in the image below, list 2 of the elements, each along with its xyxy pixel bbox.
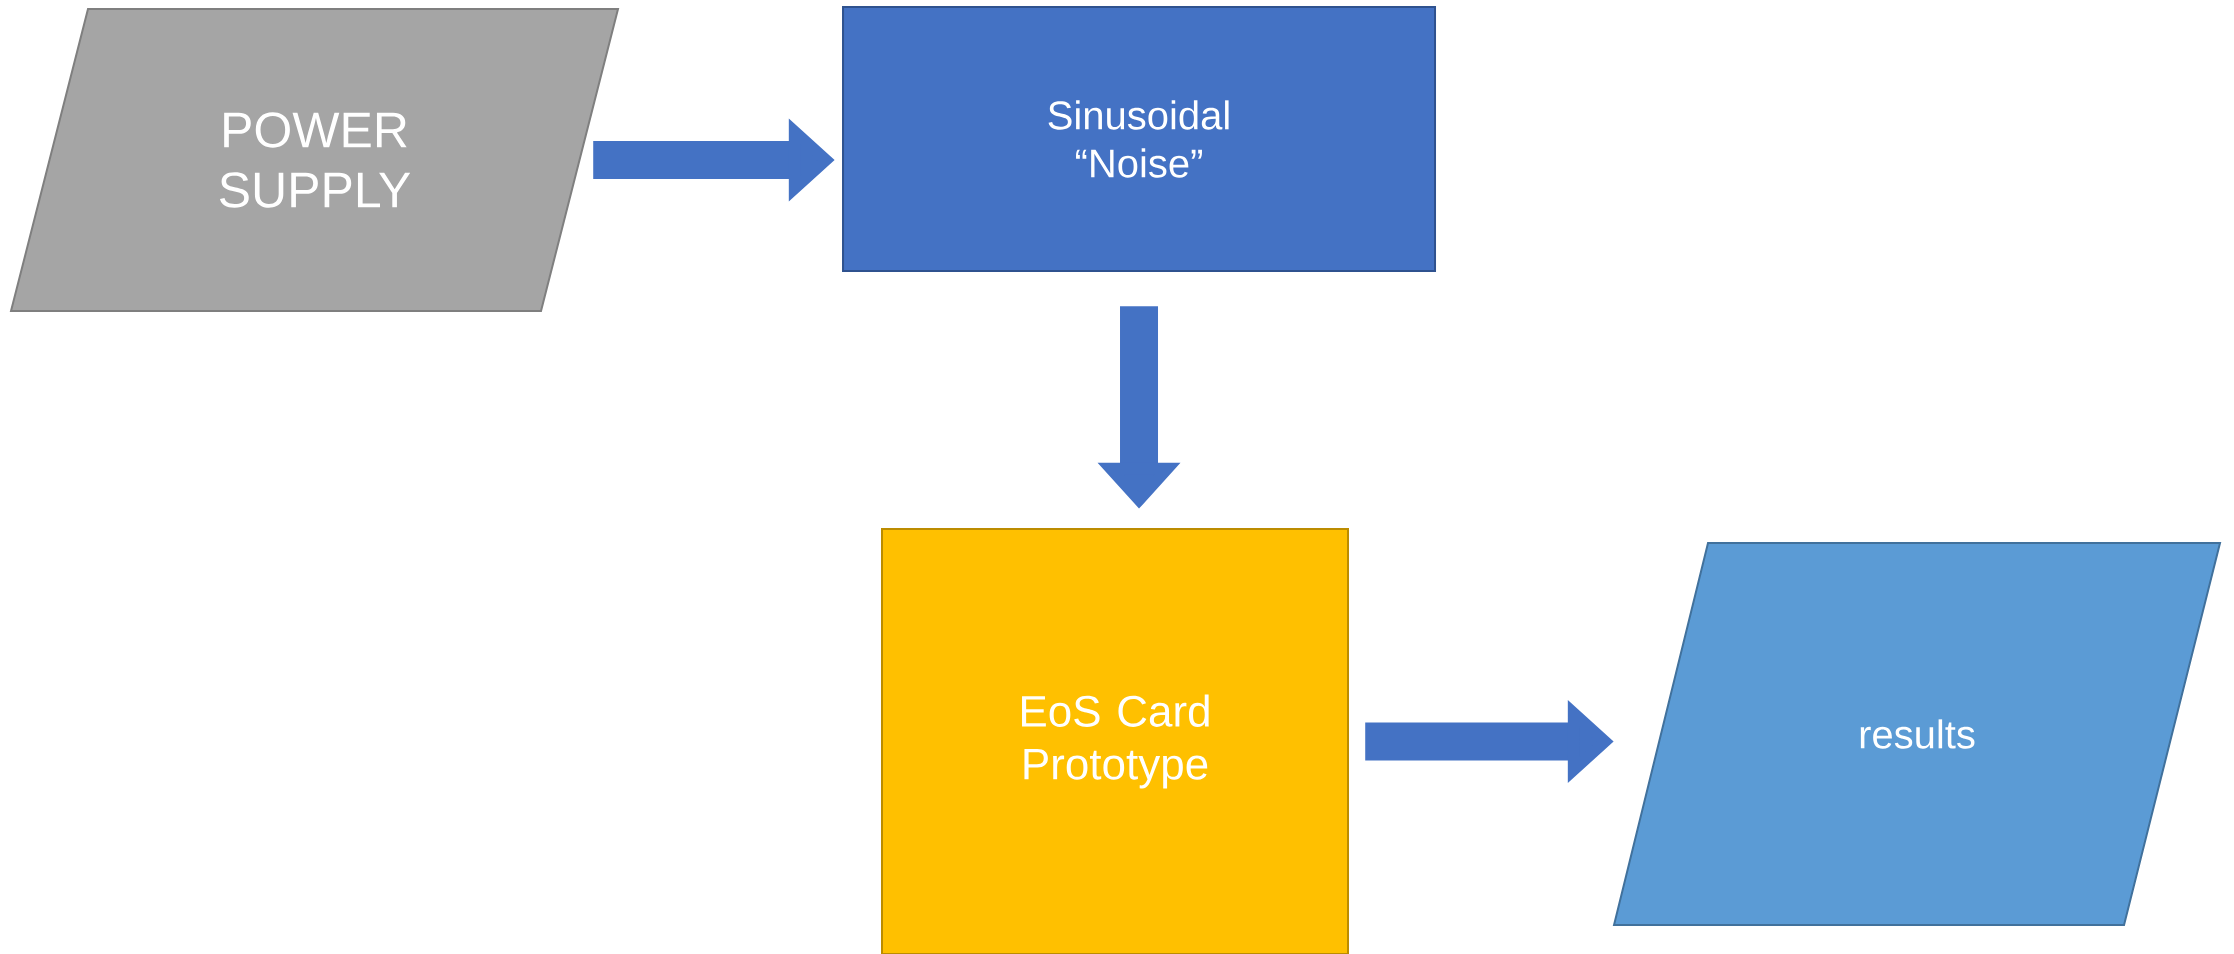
process-box: Sinusoidal “Noise” <box>842 6 1436 272</box>
process-box: EoS Card Prototype <box>881 528 1349 954</box>
